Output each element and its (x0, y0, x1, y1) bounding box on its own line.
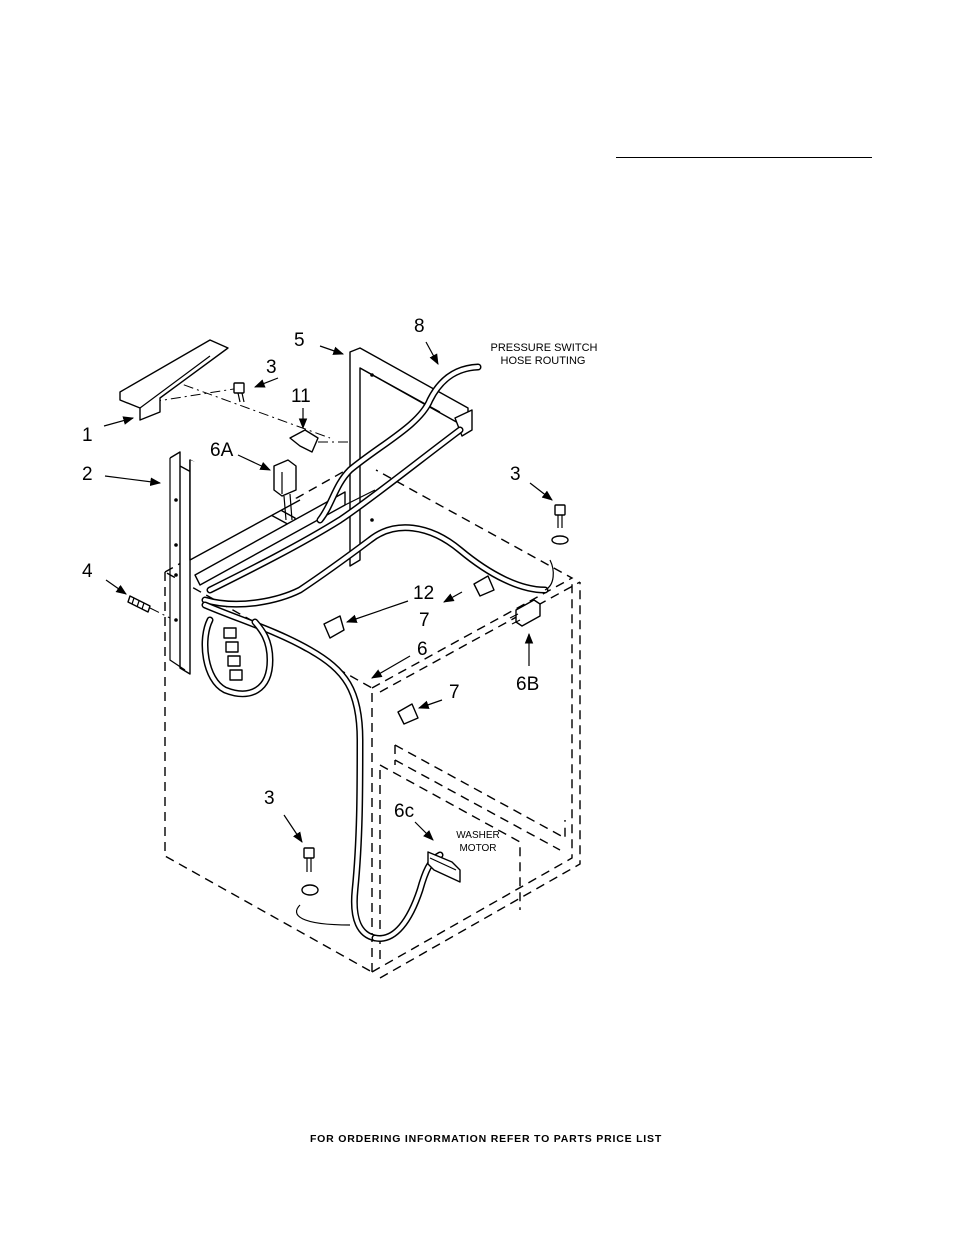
diagram-notes: PRESSURE SWITCH HOSE ROUTING WASHER MOTO… (456, 342, 597, 854)
clip-7-lower (398, 704, 418, 724)
note-pressure-switch-line2: HOSE ROUTING (501, 355, 586, 367)
callout-1: 1 (82, 425, 93, 446)
callout-6c: 6c (394, 801, 414, 822)
screw-4 (128, 596, 150, 612)
note-washer-motor-line1: WASHER (456, 830, 500, 841)
screw-3-lower (302, 848, 318, 895)
note-pressure-switch-line1: PRESSURE SWITCH (491, 342, 598, 354)
callout-3-upper: 3 (266, 357, 277, 378)
callout-2: 2 (82, 464, 93, 485)
screw-3-right (552, 505, 568, 544)
callout-7-lower: 7 (449, 682, 460, 703)
callout-3-right: 3 (510, 464, 521, 485)
callout-5: 5 (294, 330, 305, 351)
left-loop-connectors (224, 628, 242, 680)
connector-6b (510, 600, 540, 626)
callout-6: 6 (417, 639, 428, 660)
clip-7-upper (474, 576, 494, 596)
callout-12: 12 (413, 583, 434, 604)
screw-3-upper-left (234, 383, 244, 402)
callout-11: 11 (291, 386, 311, 407)
clip-12 (324, 616, 344, 638)
connector-6c (428, 852, 460, 882)
callout-6b: 6B (516, 674, 539, 695)
footer-ordering-info: FOR ORDERING INFORMATION REFER TO PARTS … (310, 1133, 662, 1145)
bracket-part-1 (120, 340, 228, 420)
callout-7-upper: 7 (419, 610, 430, 631)
callout-6a: 6A (210, 440, 234, 461)
note-washer-motor-line2: MOTOR (459, 843, 496, 854)
cabinet-outline (165, 468, 580, 978)
clip-11 (290, 430, 318, 452)
callout-3-lower: 3 (264, 788, 275, 809)
callout-8: 8 (414, 316, 425, 337)
callout-4: 4 (82, 561, 93, 582)
